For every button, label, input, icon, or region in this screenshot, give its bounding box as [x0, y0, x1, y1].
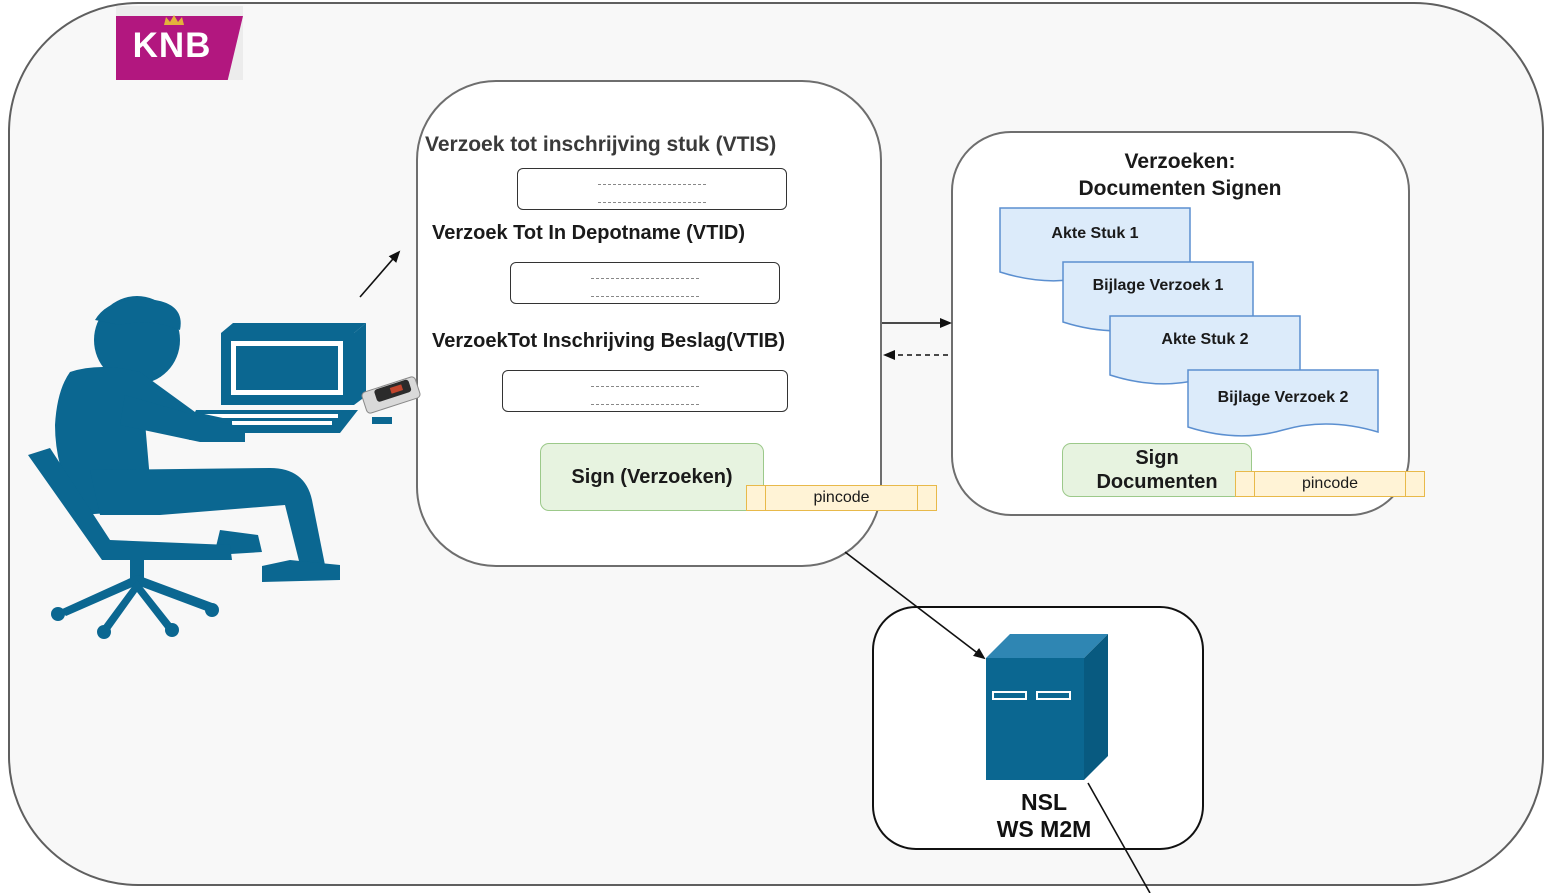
- doc-label-akte-stuk-1: Akte Stuk 1: [1051, 225, 1139, 242]
- vtis-heading: Verzoek tot inschrijving stuk (VTIS): [425, 133, 777, 156]
- documents-title-line1: Verzoeken:: [1124, 150, 1236, 173]
- vtib-heading: VerzoekTot Inschrijving Beslag(VTIB): [432, 330, 786, 352]
- nsl-label: NSL WS M2M: [944, 789, 1144, 843]
- nsl-label-line2: WS M2M: [996, 816, 1092, 842]
- vtid-field[interactable]: [510, 262, 780, 304]
- sign-documents-line2: Documenten: [1096, 471, 1218, 493]
- knb-logo: KNB: [116, 6, 243, 80]
- vtis-field[interactable]: [517, 168, 787, 210]
- logo-shape: [116, 16, 243, 80]
- sign-requests-button[interactable]: Sign (Verzoeken): [540, 443, 764, 511]
- arrow-requests-to-nsl: [844, 551, 986, 660]
- line-nsl-outgoing: [1087, 782, 1151, 893]
- doc-label-bijlage-verzoek-1: Bijlage Verzoek 1: [1092, 277, 1224, 294]
- documents-pincode-field[interactable]: pincode: [1235, 471, 1425, 497]
- sign-documents-line1: Sign: [1135, 447, 1179, 469]
- doc-label-bijlage-verzoek-2: Bijlage Verzoek 2: [1217, 389, 1349, 406]
- logo-text: KNB: [132, 26, 212, 65]
- usb-token-icon: [361, 376, 421, 414]
- nsl-label-line1: NSL: [1021, 789, 1067, 815]
- user-at-computer-icon: [28, 296, 392, 639]
- document-bijlage-verzoek-2: [1187, 369, 1379, 437]
- doc-label-akte-stuk-2: Akte Stuk 2: [1161, 331, 1249, 348]
- vtib-field[interactable]: [502, 370, 788, 412]
- server-icon: [986, 634, 1108, 780]
- documents-title: Verzoeken: Documenten Signen: [1050, 148, 1310, 202]
- sign-documents-button[interactable]: Sign Documenten: [1062, 443, 1252, 497]
- documents-title-line2: Documenten Signen: [1078, 177, 1282, 200]
- requests-pincode-field[interactable]: pincode: [746, 485, 937, 511]
- crown-icon: [164, 15, 184, 25]
- arrow-user-to-requests: [359, 250, 401, 298]
- vtid-heading: Verzoek Tot In Depotname (VTID): [432, 222, 745, 244]
